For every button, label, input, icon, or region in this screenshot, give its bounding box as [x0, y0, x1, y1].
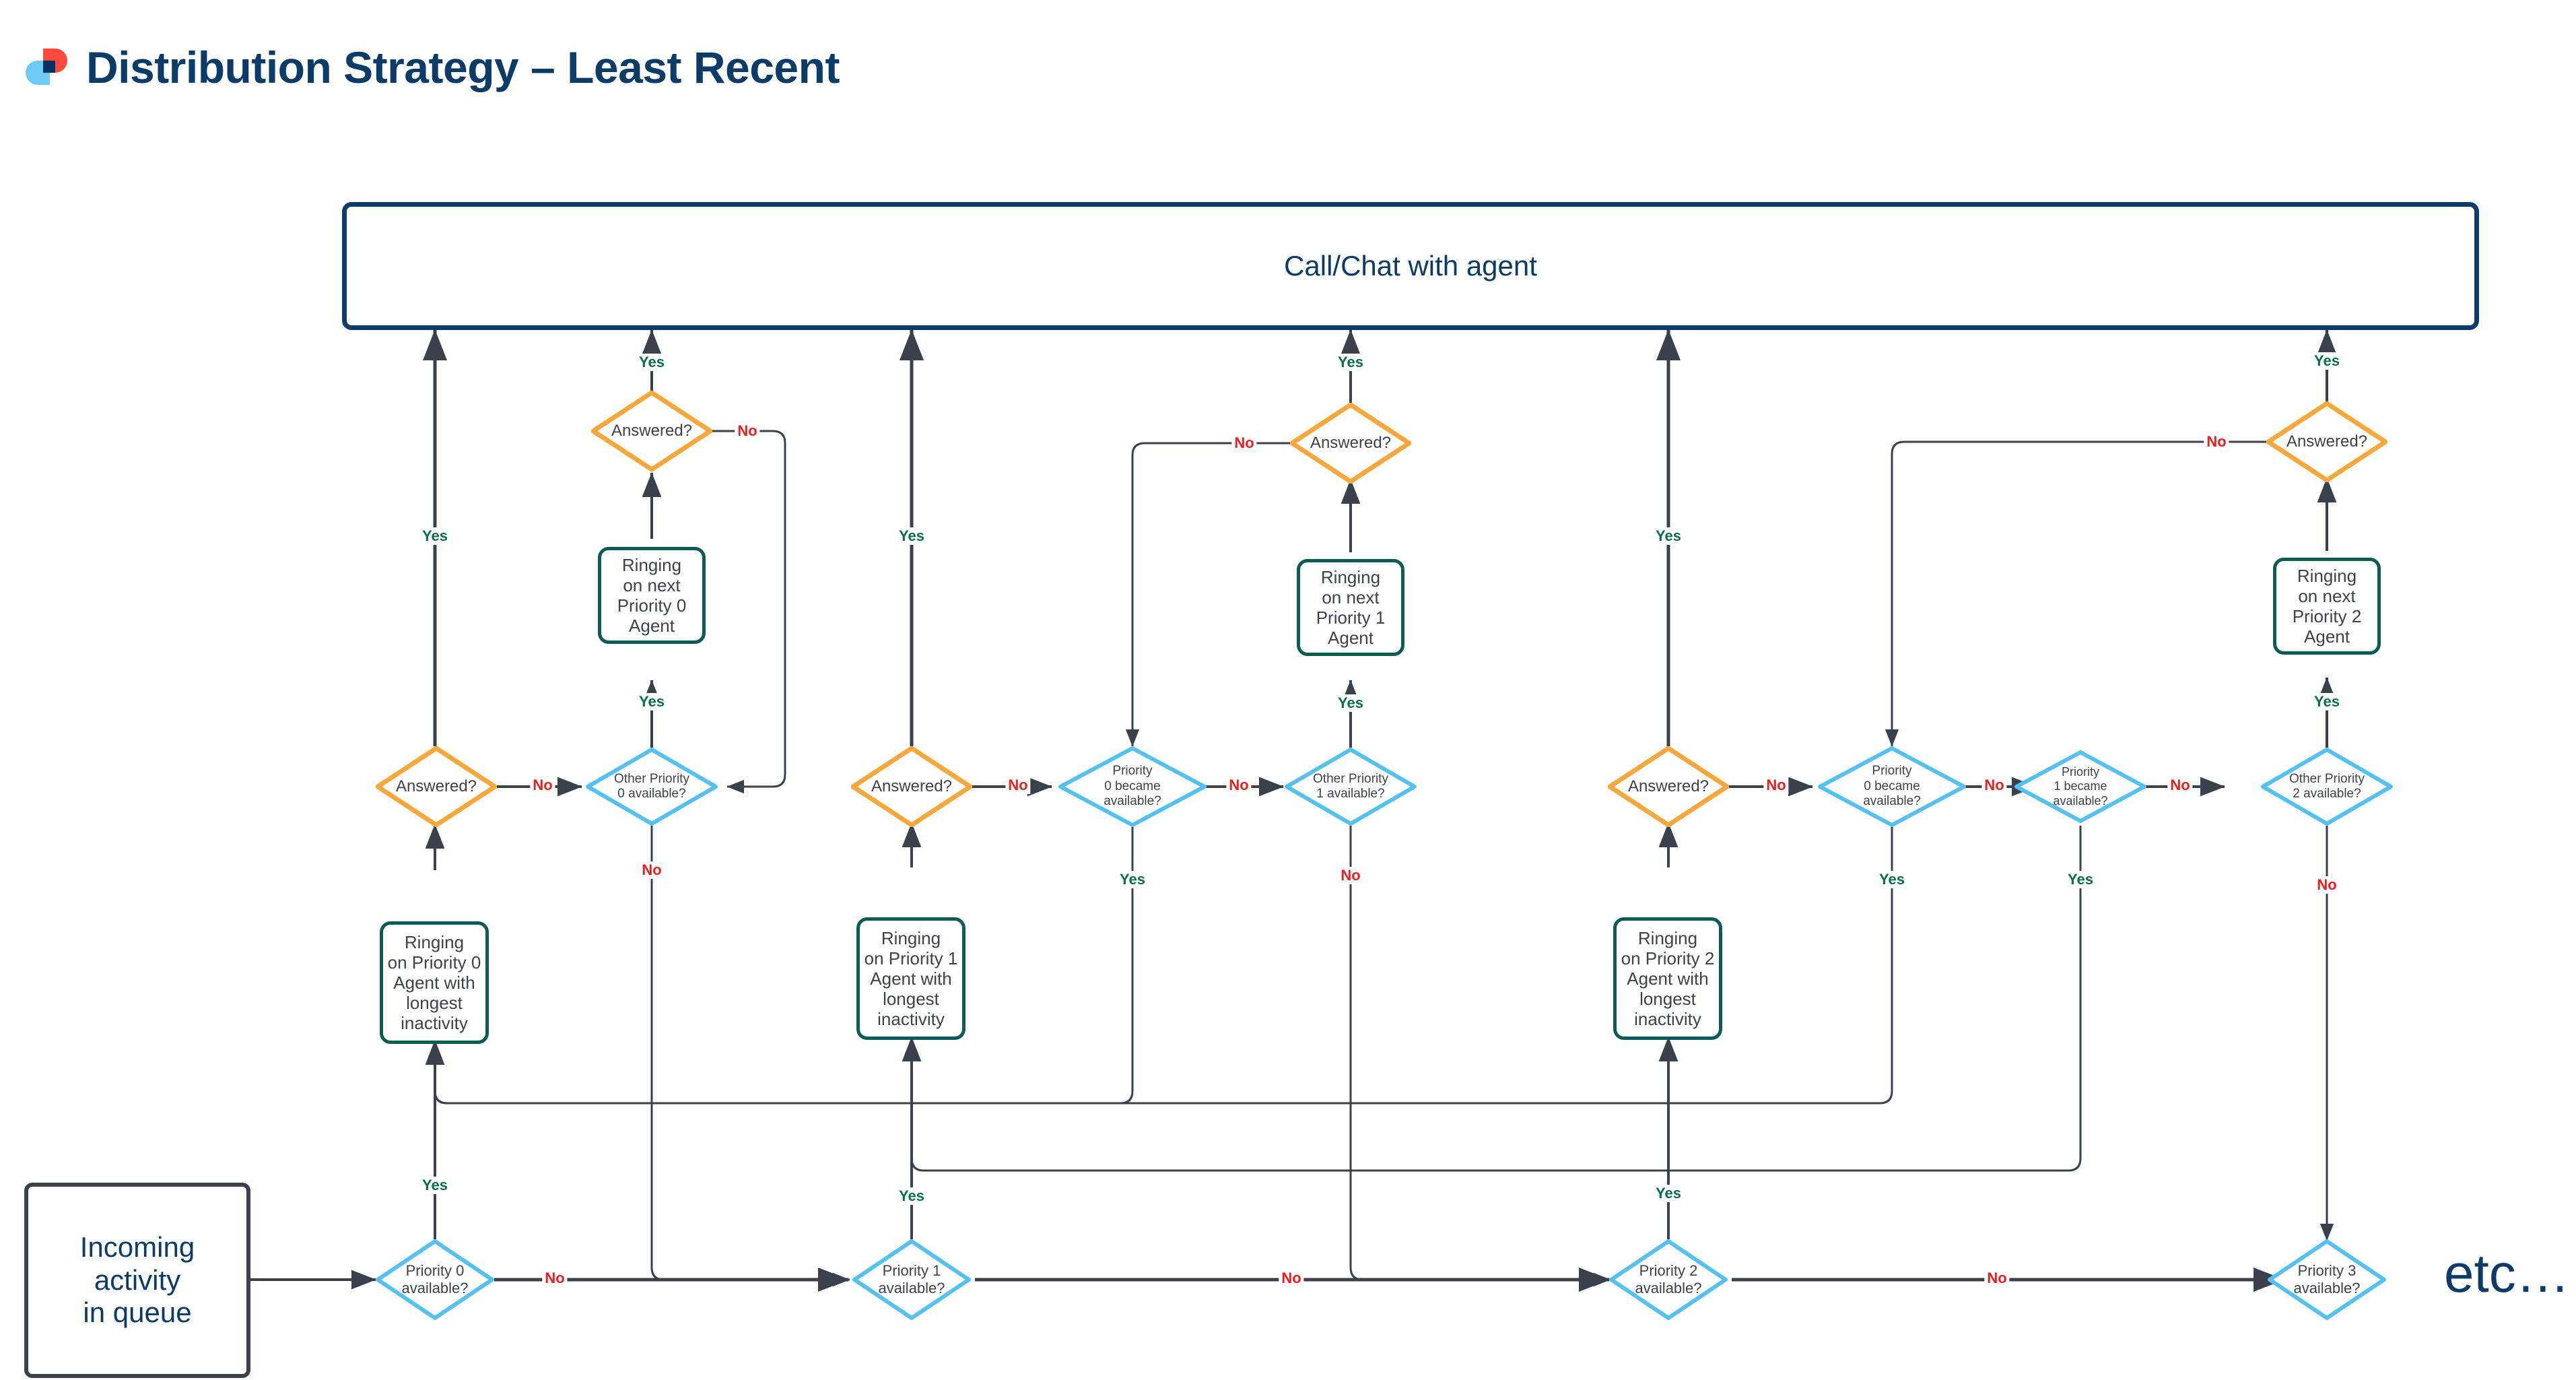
diamond-shape	[376, 1239, 494, 1320]
node-incoming-activity-in-queue[interactable]: Incoming activity in queue	[24, 1183, 250, 1378]
node-call-chat-with-agent[interactable]: Call/Chat with agent	[342, 202, 2479, 330]
node-answered-priority-0[interactable]: Answered?	[376, 746, 497, 827]
edge-label-other-p1-yes: Yes	[1335, 694, 1366, 712]
node-priority-0-available[interactable]: Priority 0 available?	[376, 1239, 494, 1320]
edge-label-answered-2b-yes: Yes	[2311, 352, 2342, 370]
node-answered-next-priority-2[interactable]: Answered?	[2266, 401, 2387, 482]
edge-label-other-p2-yes: Yes	[2311, 693, 2342, 711]
diamond-shape	[851, 746, 972, 827]
node-label: Ringing on Priority 1 Agent with longest…	[864, 927, 958, 1030]
node-answered-priority-1[interactable]: Answered?	[851, 746, 972, 827]
node-etc: etc…	[2444, 1243, 2570, 1305]
diamond-shape	[1285, 748, 1417, 826]
node-ringing-next-priority-0-agent[interactable]: Ringing on next Priority 0 Agent	[598, 547, 706, 644]
edge-label-other-p1-no: No	[1338, 867, 1363, 884]
node-label: Ringing on next Priority 1 Agent	[1316, 566, 1386, 649]
diamond-shape	[1608, 746, 1729, 827]
page-title: Distribution Strategy – Least Recent	[86, 42, 840, 92]
node-label: Call/Chat with agent	[1284, 249, 1537, 282]
edge-label-p1-available-yes: Yes	[896, 1187, 927, 1205]
edge-label-answered-1-yes: Yes	[896, 527, 927, 545]
node-label: Ringing on next Priority 2 Agent	[2292, 565, 2362, 647]
edge-label-answered-0b-yes: Yes	[636, 354, 667, 371]
diamond-shape	[376, 746, 497, 827]
edge-label-answered-1b-no: No	[1231, 434, 1257, 452]
diamond-shape	[1609, 1239, 1728, 1320]
edge-label-p2-available-no: No	[1984, 1270, 2010, 1287]
edge-label-answered-2-yes: Yes	[1653, 527, 1684, 545]
node-answered-priority-2[interactable]: Answered?	[1608, 746, 1729, 827]
node-label: Ringing on Priority 2 Agent with longest…	[1621, 927, 1715, 1030]
edge-label-answered-1b-yes: Yes	[1335, 354, 1366, 371]
node-answered-next-priority-0[interactable]: Answered?	[591, 391, 712, 471]
node-priority-0-became-available-b[interactable]: Priority 0 became available?	[1818, 746, 1966, 827]
node-other-priority-0-available[interactable]: Other Priority 0 available?	[586, 748, 718, 826]
diamond-shape	[2268, 1239, 2386, 1320]
edge-label-answered-0b-no: No	[735, 422, 760, 440]
edge-label-other-p0-yes: Yes	[636, 693, 667, 711]
edge-label-p0-became-b-no: No	[1981, 777, 2007, 794]
edge-label-answered-1-no: No	[1005, 777, 1031, 794]
node-label: etc…	[2444, 1243, 2570, 1303]
edge-label-p0-available-no: No	[542, 1270, 568, 1287]
node-priority-0-became-available-a[interactable]: Priority 0 became available?	[1058, 746, 1207, 827]
node-label: Incoming activity in queue	[79, 1230, 195, 1329]
edge-label-p2-available-yes: Yes	[1653, 1185, 1684, 1202]
node-other-priority-1-available[interactable]: Other Priority 1 available?	[1285, 748, 1417, 826]
edge-label-answered-2-no: No	[1763, 777, 1789, 794]
diamond-shape	[2261, 748, 2393, 826]
node-answered-next-priority-1[interactable]: Answered?	[1290, 403, 1411, 484]
edge-label-answered-0-no: No	[530, 777, 555, 794]
edge-label-p0-available-yes: Yes	[419, 1177, 450, 1194]
diamond-shape	[1818, 746, 1966, 827]
node-label: Ringing on Priority 0 Agent with longest…	[387, 931, 481, 1034]
edge-label-p1-available-no: No	[1279, 1270, 1304, 1287]
node-label: Ringing on next Priority 0 Agent	[617, 554, 687, 636]
node-priority-1-became-available[interactable]: Priority 1 became available?	[2014, 750, 2146, 823]
node-priority-3-available[interactable]: Priority 3 available?	[2268, 1239, 2386, 1320]
edge-label-p0-became-a-no: No	[1226, 777, 1252, 794]
edge-label-answered-2b-no: No	[2204, 433, 2229, 451]
diamond-shape	[591, 391, 712, 471]
node-priority-2-available[interactable]: Priority 2 available?	[1609, 1239, 1728, 1320]
edge-label-p1-became-no: No	[2167, 777, 2193, 794]
edge-label-p1-became-yes: Yes	[2065, 871, 2096, 888]
page-header: Distribution Strategy – Least Recent	[0, 0, 2576, 141]
node-ringing-next-priority-1-agent[interactable]: Ringing on next Priority 1 Agent	[1297, 559, 1404, 656]
node-priority-1-available[interactable]: Priority 1 available?	[852, 1239, 971, 1320]
diamond-shape	[2266, 401, 2387, 482]
node-ringing-priority-2-longest-inactivity[interactable]: Ringing on Priority 2 Agent with longest…	[1613, 917, 1722, 1040]
diamond-shape	[2014, 750, 2146, 823]
diamond-shape	[586, 748, 718, 826]
edge-label-p0-became-a-yes: Yes	[1117, 871, 1148, 888]
edge-label-other-p0-no: No	[639, 861, 665, 879]
edge-label-answered-0-yes: Yes	[419, 527, 450, 545]
node-ringing-priority-0-longest-inactivity[interactable]: Ringing on Priority 0 Agent with longest…	[380, 921, 489, 1044]
node-other-priority-2-available[interactable]: Other Priority 2 available?	[2261, 748, 2393, 826]
edge-label-other-p2-no: No	[2314, 876, 2340, 894]
diamond-shape	[852, 1239, 971, 1320]
diamond-shape	[1058, 746, 1207, 827]
diamond-shape	[1290, 403, 1411, 484]
edge-label-p0-became-b-yes: Yes	[1876, 871, 1907, 888]
node-ringing-priority-1-longest-inactivity[interactable]: Ringing on Priority 1 Agent with longest…	[856, 917, 965, 1040]
node-ringing-next-priority-2-agent[interactable]: Ringing on next Priority 2 Agent	[2273, 558, 2381, 655]
brand-logo-icon	[26, 46, 67, 88]
